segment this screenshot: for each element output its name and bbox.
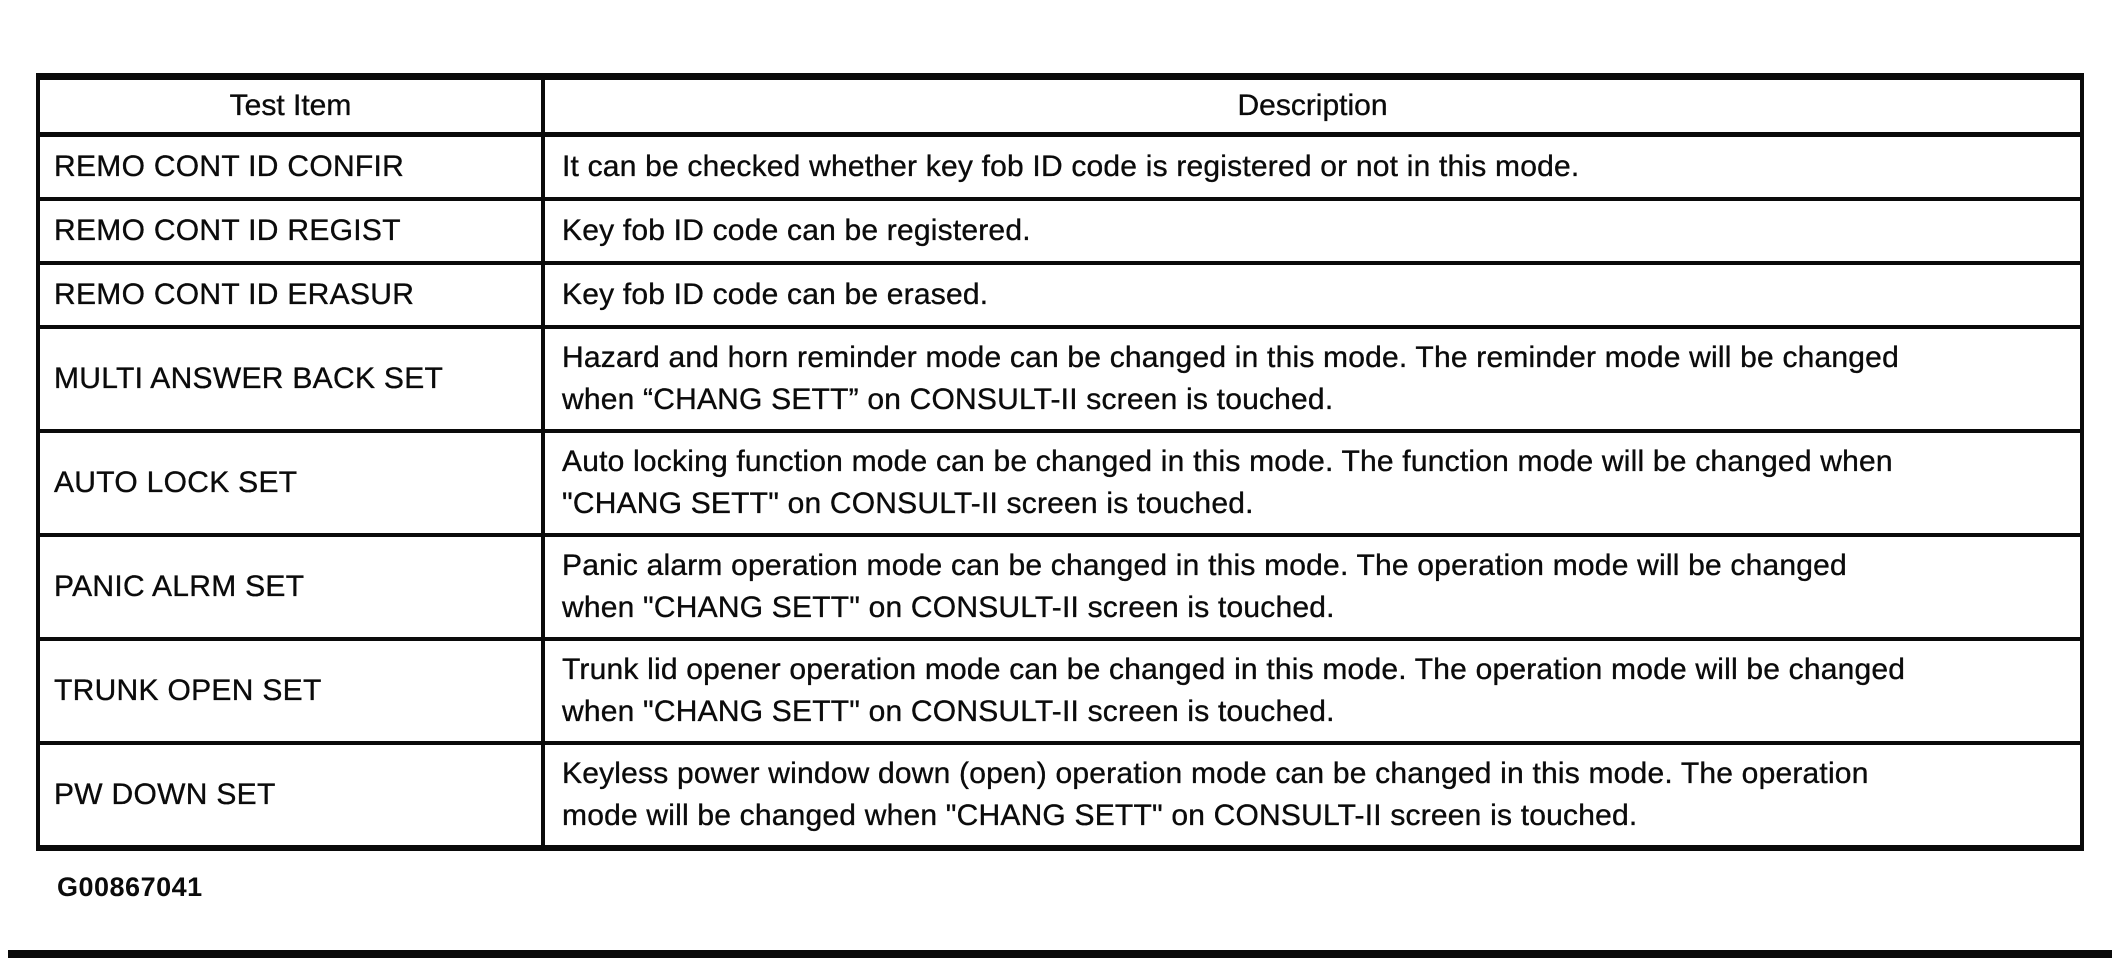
test-item-cell: AUTO LOCK SET <box>36 429 545 537</box>
test-item-cell: REMO CONT ID CONFIR <box>36 132 545 201</box>
description-cell: It can be checked whether key fob ID cod… <box>541 132 2084 201</box>
table-row: TRUNK OPEN SET Trunk lid opener operatio… <box>36 637 2084 745</box>
table-header-row: Test Item Description <box>36 74 2084 137</box>
col-header-description: Description <box>541 74 2084 137</box>
table-row: MULTI ANSWER BACK SET Hazard and horn re… <box>36 325 2084 433</box>
description-cell: Auto locking function mode can be change… <box>541 429 2084 537</box>
description-cell: Keyless power window down (open) operati… <box>541 741 2084 850</box>
description-cell: Panic alarm operation mode can be change… <box>541 533 2084 641</box>
description-cell: Key fob ID code can be erased. <box>541 261 2084 329</box>
table-row: REMO CONT ID ERASUR Key fob ID code can … <box>36 261 2084 329</box>
test-item-cell: TRUNK OPEN SET <box>36 637 545 745</box>
col-header-test-item: Test Item <box>36 74 545 137</box>
test-item-cell: REMO CONT ID REGIST <box>36 197 545 265</box>
description-cell: Trunk lid opener operation mode can be c… <box>541 637 2084 745</box>
table-row: REMO CONT ID REGIST Key fob ID code can … <box>36 197 2084 265</box>
table-row: PANIC ALRM SET Panic alarm operation mod… <box>36 533 2084 641</box>
test-item-cell: MULTI ANSWER BACK SET <box>36 325 545 433</box>
table-row: AUTO LOCK SET Auto locking function mode… <box>36 429 2084 537</box>
description-cell: Key fob ID code can be registered. <box>541 197 2084 265</box>
page-bottom-rule <box>8 950 2112 958</box>
test-item-cell: PANIC ALRM SET <box>36 533 545 641</box>
description-cell: Hazard and horn reminder mode can be cha… <box>541 325 2084 433</box>
test-items-table: Test Item Description REMO CONT ID CONFI… <box>36 73 2084 851</box>
table-row: REMO CONT ID CONFIR It can be checked wh… <box>36 132 2084 201</box>
figure-code: G00867041 <box>57 872 203 902</box>
test-item-cell: PW DOWN SET <box>36 741 545 850</box>
test-item-cell: REMO CONT ID ERASUR <box>36 261 545 329</box>
table-row: PW DOWN SET Keyless power window down (o… <box>36 741 2084 850</box>
